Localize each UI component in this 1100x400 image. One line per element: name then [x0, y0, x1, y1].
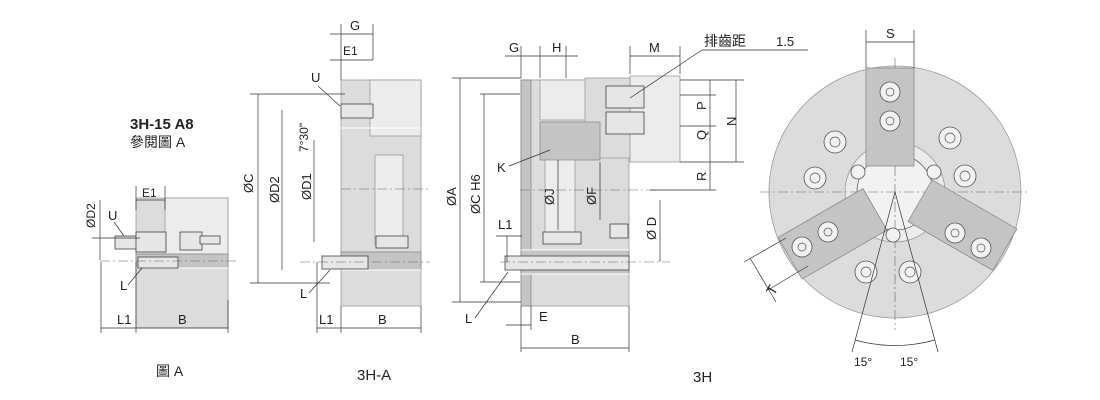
figure-a: 3H-15 A8 參閱圖 A E1 ØD2 U L L1 B 圖 A	[84, 116, 238, 379]
caption-fig-3h: 3H	[693, 369, 712, 386]
front-s-label: S	[886, 26, 895, 41]
fig-3h-d-label: Ø D	[644, 217, 659, 240]
fig-3h-g-label: G	[509, 40, 519, 55]
fig-3ha-b-label: B	[378, 312, 387, 327]
front-angle-right: 15°	[900, 355, 918, 369]
fig-3h-m-label: M	[649, 40, 660, 55]
fig-a-b-label: B	[178, 312, 187, 327]
figure-3h-a: G E1 U 7°30" ØC ØD2 ØD1 L L1 B 3H-A	[241, 18, 430, 384]
fig-a-e1-label: E1	[142, 186, 157, 200]
fig-3h-j-label: ØJ	[542, 188, 557, 205]
fig-3ha-l1-label: L1	[319, 312, 333, 327]
fig-3ha-l-label: L	[300, 286, 307, 301]
fig-3ha-e1-label: E1	[343, 44, 358, 58]
fig-a-d2-label: ØD2	[84, 203, 98, 228]
model-title: 3H-15 A8	[130, 116, 194, 133]
fig-3h-l1-label: L1	[498, 217, 512, 232]
fig-3ha-g-label: G	[350, 18, 360, 33]
fig-3h-r-label: R	[694, 172, 709, 181]
caption-fig-a: 圖 A	[156, 363, 184, 379]
model-reference: 參閱圖 A	[130, 134, 186, 150]
front-angle-left: 15°	[854, 355, 872, 369]
fig-3h-e-label: E	[539, 309, 548, 324]
fig-3ha-c-label: ØC	[241, 174, 256, 194]
figure-3h: G H M 排齒距 1.5 N P Q R K ØA ØC H6	[444, 33, 808, 386]
front-view: S T 15° 15°	[743, 26, 1030, 369]
fig-3h-n-label: N	[724, 117, 739, 126]
fig-3h-k-label: K	[497, 160, 506, 175]
fig-3ha-d2-label: ØD2	[267, 176, 282, 203]
fig-3ha-angle-label: 7°30"	[297, 123, 311, 152]
fig-3h-b-label: B	[571, 332, 580, 347]
fig-3h-f-label: ØF	[584, 187, 599, 205]
fig-3h-ch6-label: ØC H6	[468, 174, 483, 214]
fig-a-u-label: U	[108, 208, 117, 223]
fig-3h-h-label: H	[552, 40, 561, 55]
pitch-value: 1.5	[776, 34, 794, 49]
fig-3h-q-label: Q	[694, 130, 709, 140]
fig-a-l-label: L	[120, 278, 127, 293]
pitch-label: 排齒距	[704, 33, 746, 49]
caption-fig-3ha: 3H-A	[357, 367, 391, 384]
fig-3ha-d1-label: ØD1	[299, 173, 314, 200]
fig-3h-l-label: L	[465, 311, 472, 326]
fig-3ha-u-label: U	[311, 70, 320, 85]
fig-3h-a-label: ØA	[444, 187, 459, 206]
fig-3h-p-label: P	[694, 101, 709, 110]
fig-a-l1-label: L1	[117, 312, 131, 327]
